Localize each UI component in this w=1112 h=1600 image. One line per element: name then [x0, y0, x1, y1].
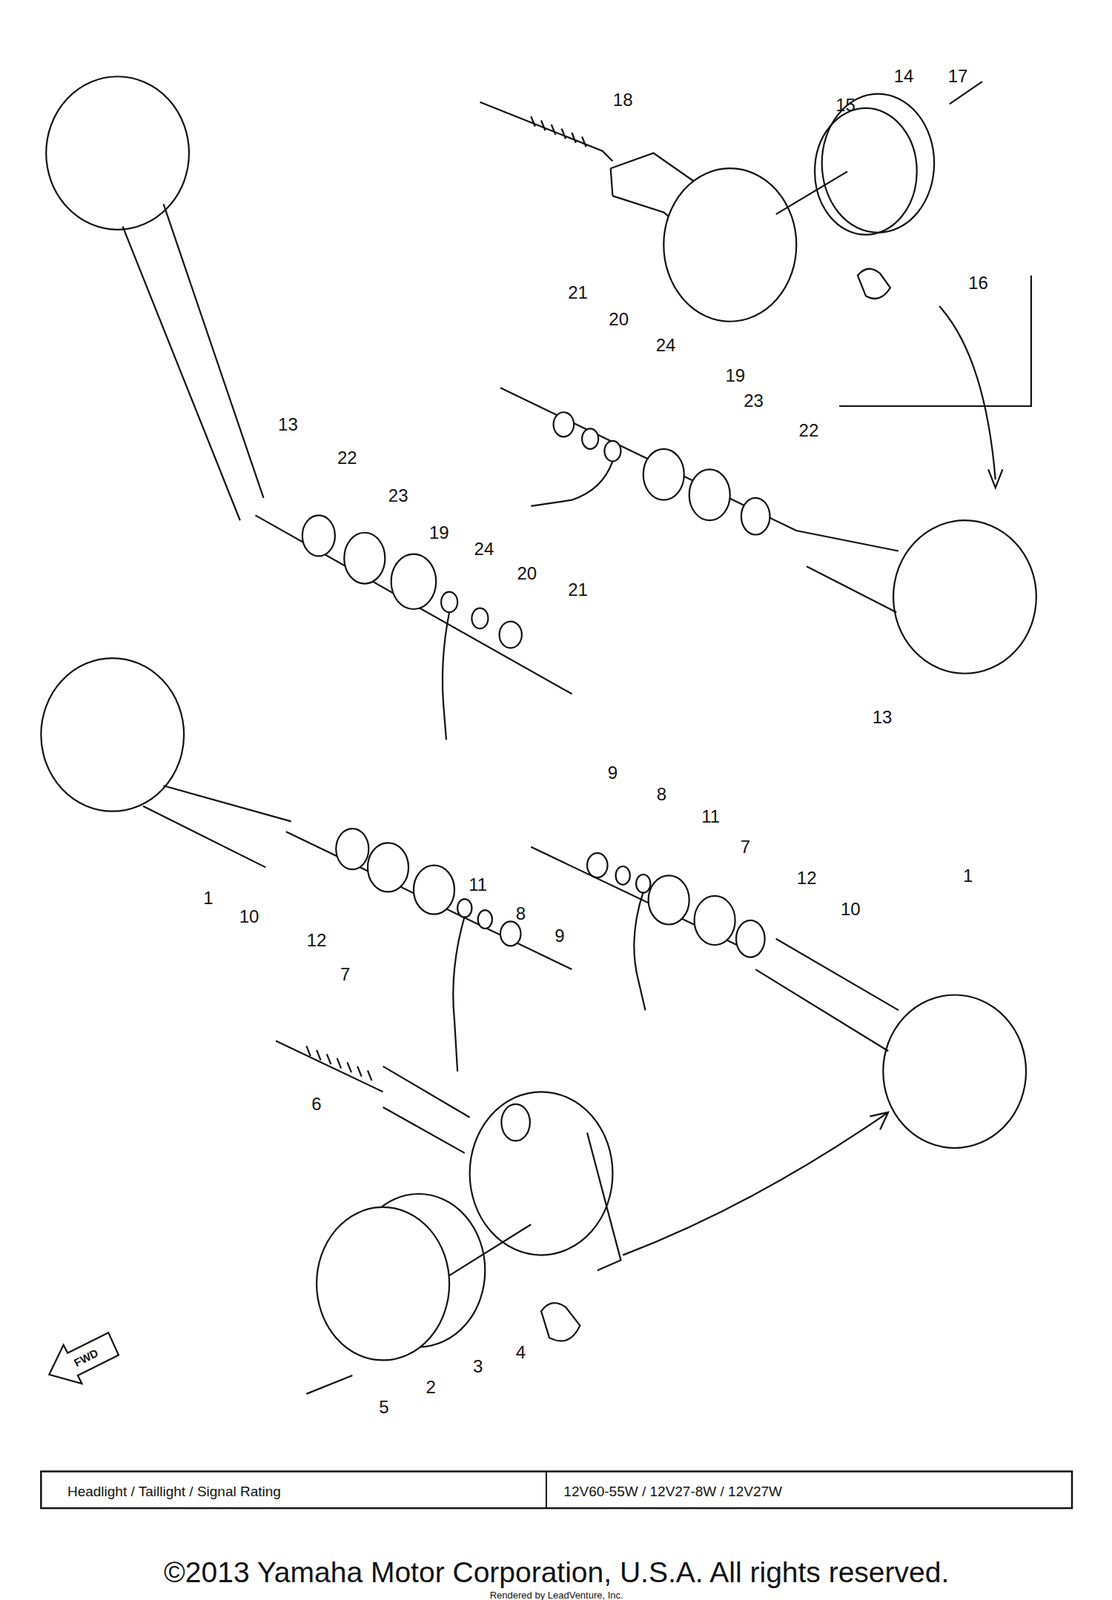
direction-label: FWD: [71, 1347, 100, 1370]
callout-number: 12: [306, 931, 327, 950]
copyright-notice: ©2013 Yamaha Motor Corporation, U.S.A. A…: [163, 1558, 949, 1588]
turn-signal-bottom: [275, 1040, 889, 1394]
callout-number: 16: [968, 274, 989, 293]
table-cell: 12V60-55W / 12V27-8W / 12V27W: [563, 1484, 783, 1499]
callout-number: 11: [468, 876, 488, 895]
callout-number: 7: [740, 838, 751, 857]
callout-number: 1: [962, 867, 973, 886]
turn-signal-left-13: [45, 76, 572, 740]
callout-number: 9: [554, 927, 565, 946]
callout-number: 8: [656, 785, 667, 804]
spec-table: [40, 1472, 1072, 1510]
fwd-arrow: [48, 1332, 119, 1385]
callout-number: 22: [799, 421, 820, 440]
callout-number: 21: [567, 283, 588, 302]
callout-number: 18: [613, 91, 634, 109]
callout-number: 10: [840, 900, 861, 919]
render-credit: Rendered by LeadVenture, Inc.: [490, 1590, 624, 1600]
callout-number: 22: [337, 449, 358, 468]
callout-number: 24: [656, 336, 677, 355]
callout-number: 19: [429, 524, 450, 542]
callout-number: 9: [607, 764, 618, 783]
callout-number: 1: [203, 889, 213, 908]
callout-number: 10: [239, 908, 260, 926]
callout-number: 15: [835, 96, 856, 115]
callout-number: 23: [743, 392, 764, 410]
callout-number: 19: [725, 366, 746, 385]
turn-signal-right-1: [530, 847, 1027, 1149]
callout-number: 13: [278, 415, 299, 434]
callout-number: 13: [872, 708, 893, 727]
callout-number: 8: [515, 905, 526, 923]
table-cell: Headlight / Taillight / Signal Rating: [67, 1484, 281, 1499]
turn-signal-top-right: [479, 81, 1032, 488]
callout-number: 12: [796, 869, 817, 888]
callout-number: 7: [340, 965, 350, 984]
callout-number: 23: [388, 487, 409, 505]
callout-number: 6: [311, 1095, 321, 1114]
turn-signal-right-13: [500, 387, 1037, 674]
callout-number: 2: [426, 1378, 436, 1397]
callout-number: 4: [515, 1344, 526, 1362]
callout-number: 11: [701, 808, 720, 826]
callout-number: 21: [567, 581, 588, 599]
callout-number: 3: [472, 1358, 483, 1376]
callout-number: 14: [894, 67, 915, 86]
callout-number: 20: [608, 310, 629, 329]
callout-number: 24: [474, 540, 495, 559]
turn-signal-left-1: [40, 658, 572, 1072]
callout-number: 5: [378, 1398, 389, 1417]
callout-number: 17: [948, 67, 969, 86]
callout-number: 20: [516, 564, 537, 583]
